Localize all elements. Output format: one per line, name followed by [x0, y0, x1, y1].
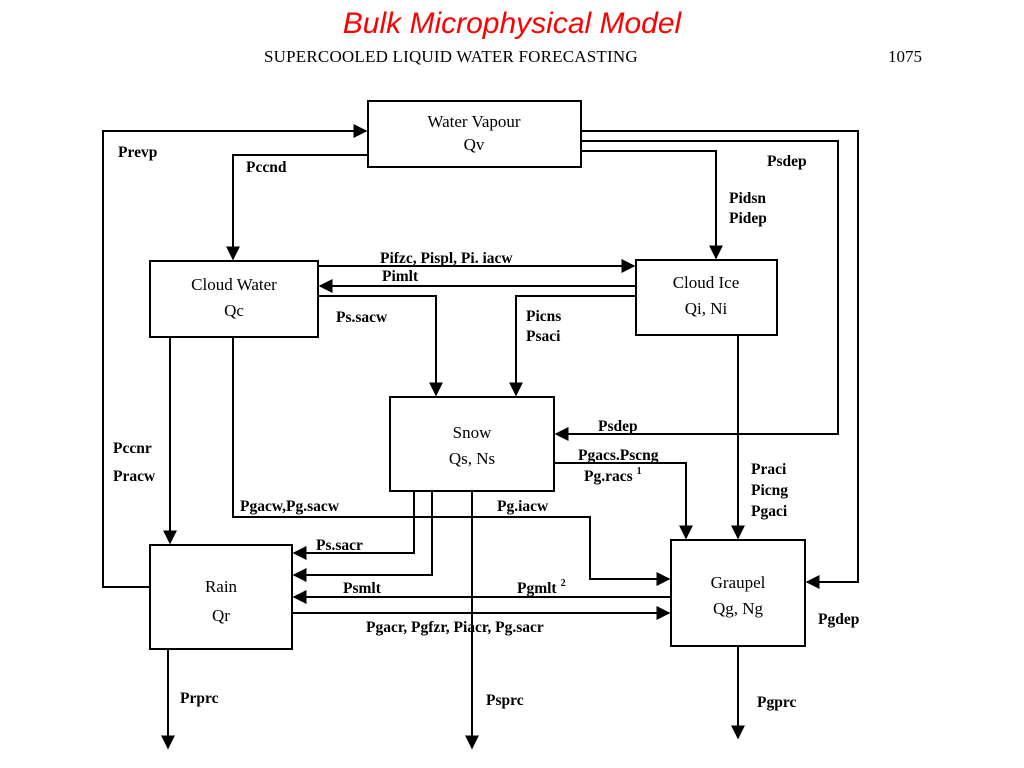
page-number: 1075	[888, 47, 922, 66]
cloud-water-box	[149, 260, 319, 338]
cloud-ice-var: Qi, Ni	[685, 299, 728, 318]
label-psdep-snow: Psdep	[598, 418, 638, 435]
paper-header: SUPERCOOLED LIQUID WATER FORECASTING	[264, 47, 638, 66]
label-pgacr: Pgacr, Pgfzr, Piacr, Pg.sacr	[366, 619, 544, 636]
label-psdep-top: Psdep	[767, 153, 807, 170]
rain-var: Qr	[212, 606, 230, 625]
label-pgacw: Pgacw,Pg.sacw	[240, 498, 340, 515]
pgacs-arrow	[554, 462, 693, 540]
water-vapour-name: Water Vapour	[427, 112, 521, 131]
graupel-var: Qg, Ng	[713, 599, 764, 618]
pssacr-arrow	[292, 491, 415, 560]
label-prevp: Prevp	[118, 144, 157, 161]
snow-name: Snow	[453, 423, 492, 442]
prevp-arrow	[102, 124, 368, 588]
slide-title: Bulk Microphysical Model	[342, 7, 682, 40]
label-praci: Praci	[751, 461, 787, 478]
label-pracw: Pracw	[113, 468, 156, 485]
label-psaci: Psaci	[526, 328, 561, 345]
label-pgdep: Pgdep	[818, 611, 859, 628]
cloud-ice-box	[635, 259, 778, 336]
pssacw-arrow	[318, 295, 443, 397]
label-pimlt: Pimlt	[382, 268, 419, 285]
label-pidep: Pidep	[729, 210, 767, 227]
label-pgaci: Pgaci	[751, 503, 788, 520]
rain-box	[149, 544, 293, 650]
cloud-water-var: Qc	[224, 301, 244, 320]
psmlt-arrow	[292, 491, 433, 582]
snow-var: Qs, Ns	[449, 449, 495, 468]
label-picns: Picns	[526, 308, 561, 325]
psaci-arrow	[509, 295, 636, 397]
cloud-water-name: Cloud Water	[191, 275, 277, 294]
label-pgacs: Pgacs.Pscng	[578, 447, 659, 464]
label-prprc: Prprc	[180, 690, 219, 707]
pgacw-arrow	[232, 337, 671, 586]
label-pccnd: Pccnd	[246, 159, 287, 176]
water-vapour-box	[367, 100, 582, 168]
pgdep-arrow	[581, 130, 859, 589]
label-pssacr: Ps.sacr	[316, 537, 363, 554]
label-pifzc: Pifzc, Pispl, Pi. iacw	[380, 250, 513, 267]
label-pgiacw: Pg.iacw	[497, 498, 549, 515]
label-pgprc: Pgprc	[757, 694, 796, 711]
label-pccnr: Pccnr	[113, 440, 152, 457]
snow-box	[389, 396, 555, 492]
label-picng: Picng	[751, 482, 788, 499]
graupel-box	[670, 539, 806, 647]
label-psprc: Psprc	[486, 692, 524, 709]
cloud-ice-name: Cloud Ice	[673, 273, 740, 292]
graupel-name: Graupel	[711, 573, 766, 592]
rain-name: Rain	[205, 577, 238, 596]
pccnd-arrow	[226, 154, 368, 261]
label-psmlt: Psmlt	[343, 580, 382, 597]
psdep-snow-arrow	[554, 140, 839, 441]
pidep-arrow	[581, 150, 723, 260]
water-vapour-var: Qv	[464, 135, 485, 154]
label-pssacw: Ps.sacw	[336, 309, 388, 326]
label-pidsn: Pidsn	[729, 190, 766, 207]
